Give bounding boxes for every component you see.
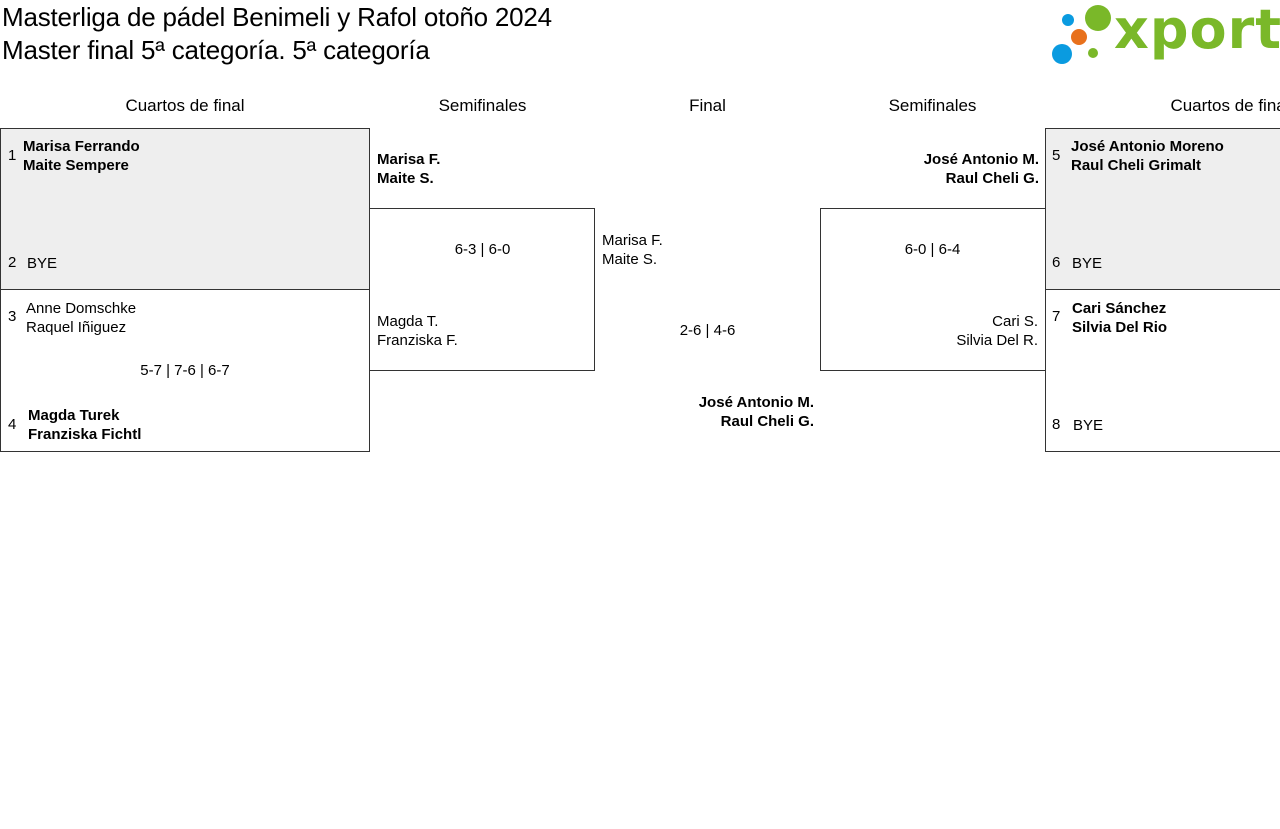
final-team-top: Marisa F.	[602, 232, 663, 249]
semifinal-team-bottom: Cari S.	[992, 313, 1038, 330]
player-name: Anne Domschke	[26, 300, 137, 317]
seed-number: 7	[1052, 308, 1061, 325]
page-subtitle: Master final 5ª categoría. 5ª categoría	[2, 35, 430, 65]
seed-number: 6	[1052, 254, 1061, 271]
player-name: Silvia Del Rio	[1072, 319, 1168, 336]
right-quarterfinal-match-2[interactable]	[1045, 289, 1280, 452]
semifinal-team-top: Maite S.	[377, 170, 434, 187]
left-semifinal-bracket[interactable]	[369, 208, 595, 371]
page-title: Masterliga de pádel Benimeli y Rafol oto…	[2, 2, 552, 32]
final-team-bottom: Raul Cheli G.	[720, 413, 814, 430]
bye-label: BYE	[27, 255, 58, 272]
logo-dot-blue	[1062, 14, 1074, 26]
seed-number: 5	[1052, 147, 1061, 164]
semifinal-team-top: Marisa F.	[377, 151, 441, 168]
semifinal-team-bottom: Silvia Del R.	[956, 332, 1038, 349]
xporty-logo[interactable]: xporty	[1050, 0, 1280, 68]
seed-number: 2	[8, 254, 17, 271]
column-heading-left-quarters: Cuartos de final	[125, 96, 245, 115]
column-heading-right-semis: Semifinales	[888, 96, 977, 115]
final-team-bottom: José Antonio M.	[698, 394, 814, 411]
player-name: Raquel Iñiguez	[26, 319, 127, 336]
column-heading-left-semis: Semifinales	[438, 96, 527, 115]
match-score: 5-7 | 7-6 | 6-7	[140, 362, 230, 379]
seed-number: 1	[8, 147, 17, 164]
semifinal-team-bottom: Magda T.	[377, 313, 439, 330]
bye-label: BYE	[1073, 417, 1104, 434]
column-heading-final: Final	[689, 96, 726, 115]
match-score: 6-0 | 6-4	[904, 241, 961, 258]
logo-dot-green	[1085, 5, 1111, 31]
player-name: Maite Sempere	[23, 157, 129, 174]
seed-number: 3	[8, 308, 17, 325]
logo-dot-orange	[1071, 29, 1087, 45]
final-team-top: Maite S.	[602, 251, 658, 268]
column-heading-right-quarters: Cuartos de final	[1170, 96, 1280, 115]
semifinal-team-bottom: Franziska F.	[377, 332, 458, 349]
logo-wordmark: xporty	[1114, 0, 1280, 61]
final-score: 2-6 | 4-6	[679, 322, 736, 339]
seed-number: 8	[1052, 416, 1061, 433]
match-score: 6-3 | 6-0	[454, 241, 511, 258]
semifinal-team-top: Raul Cheli G.	[945, 170, 1039, 187]
right-semifinal-bracket[interactable]	[820, 208, 1046, 371]
player-name: Marisa Ferrando	[23, 138, 140, 155]
seed-number: 4	[8, 416, 17, 433]
player-name: Raul Cheli Grimalt	[1071, 157, 1202, 174]
bye-label: BYE	[1072, 255, 1103, 272]
logo-dot-green-small	[1088, 48, 1098, 58]
player-name: Franziska Fichtl	[28, 426, 142, 443]
logo-dot-blue-large	[1052, 44, 1072, 64]
player-name: Magda Turek	[28, 407, 120, 424]
semifinal-team-top: José Antonio M.	[923, 151, 1039, 168]
left-quarterfinal-match-1[interactable]	[0, 128, 370, 290]
player-name: Cari Sánchez	[1072, 300, 1167, 317]
player-name: José Antonio Moreno	[1071, 138, 1224, 155]
